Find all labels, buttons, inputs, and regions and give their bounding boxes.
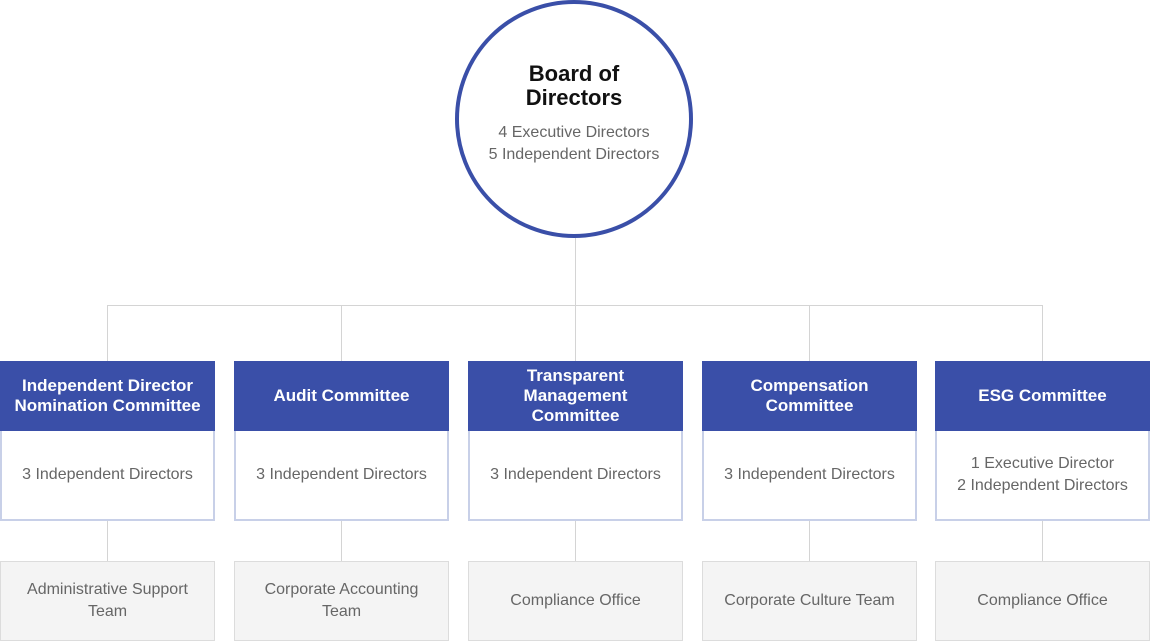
board-composition-line: 4 Executive Directors <box>498 124 650 141</box>
committee-drop-line <box>341 305 342 361</box>
support-drop-line <box>341 521 342 561</box>
board-composition-line: 5 Independent Directors <box>488 146 660 163</box>
committee-members: 3 Independent Directors <box>702 431 917 521</box>
committee-member-line: 1 Executive Director <box>970 455 1115 472</box>
committee-name: Transparent Management Committee <box>468 361 683 431</box>
committee-member-line: 3 Independent Directors <box>256 466 427 483</box>
committee-member-line: 2 Independent Directors <box>957 477 1128 494</box>
committee-esg: ESG Committee 1 Executive Director 2 Ind… <box>935 361 1150 521</box>
support-drop-line <box>809 521 810 561</box>
committee-drop-line <box>107 305 108 361</box>
committee-name: Independent Director Nomination Committe… <box>0 361 215 431</box>
committee-members: 3 Independent Directors <box>234 431 449 521</box>
committee-drop-line <box>575 305 576 361</box>
committee-drop-line <box>809 305 810 361</box>
committee-members: 3 Independent Directors <box>0 431 215 521</box>
board-composition: 4 Executive Directors 5 Independent Dire… <box>489 122 660 166</box>
support-drop-line <box>1042 521 1043 561</box>
board-stem-line <box>575 238 576 305</box>
committee-member-line: 3 Independent Directors <box>22 466 193 483</box>
committee-name: Audit Committee <box>234 361 449 431</box>
support-drop-line <box>107 521 108 561</box>
committee-name: ESG Committee <box>935 361 1150 431</box>
committee-members: 3 Independent Directors <box>468 431 683 521</box>
board-title: Board of Directors <box>525 61 623 110</box>
committee-member-line: 3 Independent Directors <box>490 466 661 483</box>
committee-members: 1 Executive Director 2 Independent Direc… <box>935 431 1150 521</box>
committee-member-line: 3 Independent Directors <box>724 466 895 483</box>
committee-transparent-management: Transparent Management Committee 3 Indep… <box>468 361 683 521</box>
board-of-directors-node: Board of Directors 4 Executive Directors… <box>455 0 693 238</box>
support-unit: Compliance Office <box>468 561 683 641</box>
support-unit: Administrative Support Team <box>0 561 215 641</box>
committee-audit: Audit Committee 3 Independent Directors <box>234 361 449 521</box>
committee-name: Compensation Committee <box>702 361 917 431</box>
support-unit: Corporate Accounting Team <box>234 561 449 641</box>
committee-compensation: Compensation Committee 3 Independent Dir… <box>702 361 917 521</box>
committee-independent-director-nomination: Independent Director Nomination Committe… <box>0 361 215 521</box>
committee-drop-line <box>1042 305 1043 361</box>
support-drop-line <box>575 521 576 561</box>
support-unit: Corporate Culture Team <box>702 561 917 641</box>
support-unit: Compliance Office <box>935 561 1150 641</box>
